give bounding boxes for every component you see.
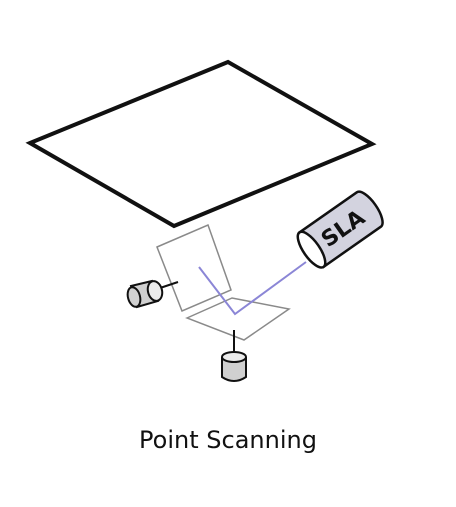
galvo-mirror-x — [185, 297, 291, 341]
galvo-motor-bottom — [221, 330, 247, 382]
caption: Point Scanning — [139, 426, 317, 454]
laser-source: SLA — [296, 190, 384, 269]
galvo-motor-left — [126, 279, 179, 309]
build-plate — [25, 59, 377, 229]
galvo-mirror-y — [156, 223, 232, 312]
laser-beam — [198, 261, 307, 316]
